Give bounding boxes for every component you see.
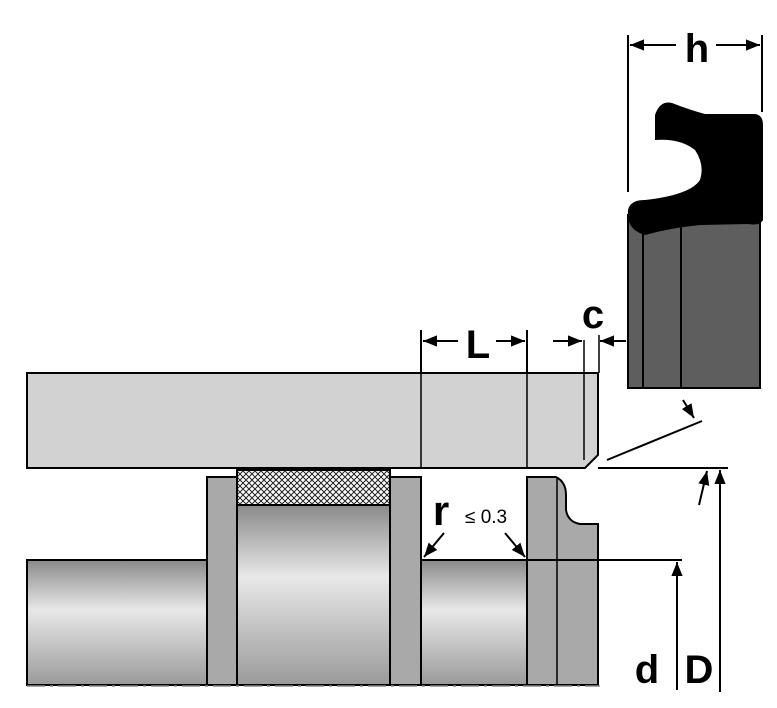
r-arrows: [423, 532, 526, 558]
c-dimension: [553, 335, 626, 373]
L-label: L: [466, 323, 490, 367]
housing: [26, 469, 599, 686]
seal-lip: [628, 102, 763, 235]
d-dimension: [527, 559, 683, 690]
seal-profile: [627, 102, 763, 398]
c-label: c: [582, 293, 604, 337]
D-label: D: [685, 648, 714, 692]
r-tolerance: ≤ 0.3: [465, 507, 507, 528]
d-label: d: [635, 648, 659, 692]
rod: [26, 340, 599, 469]
h-label: h: [685, 27, 709, 71]
chamfer-angle-indicator: [606, 399, 710, 506]
L-dimension: [420, 330, 528, 373]
h-dimension: [627, 35, 763, 192]
D-dimension: [598, 467, 728, 692]
r-label: r: [433, 487, 449, 534]
crosshatch-insert: [236, 469, 391, 506]
